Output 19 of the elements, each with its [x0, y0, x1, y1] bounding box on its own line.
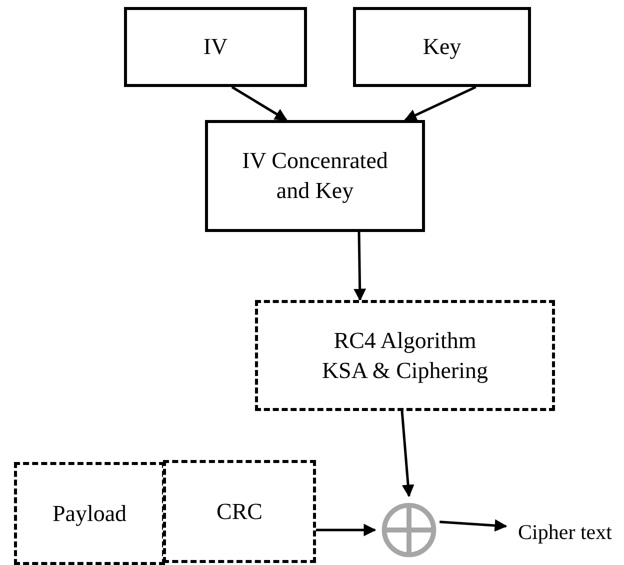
- dashed-process-box: [14, 462, 165, 565]
- process-box: [124, 7, 307, 87]
- arrow: [316, 524, 376, 536]
- box-label: RC4 Algorithm KSA & Ciphering: [320, 326, 490, 385]
- arrow: [400, 410, 414, 498]
- box-label: Payload: [52, 500, 127, 528]
- box-label: CRC: [216, 498, 263, 526]
- arrow: [404, 86, 476, 122]
- box-label: IV: [203, 33, 228, 62]
- arrow: [440, 519, 508, 532]
- dashed-process-box: [163, 460, 316, 563]
- box-label: Key: [422, 33, 462, 62]
- dashed-process-box: [255, 300, 555, 411]
- process-box: [205, 120, 425, 232]
- output-label: Cipher text: [506, 516, 624, 550]
- arrow: [354, 232, 366, 302]
- arrow: [231, 86, 288, 122]
- process-box: [353, 7, 531, 87]
- box-label: IV Concenrated and Key: [241, 147, 389, 205]
